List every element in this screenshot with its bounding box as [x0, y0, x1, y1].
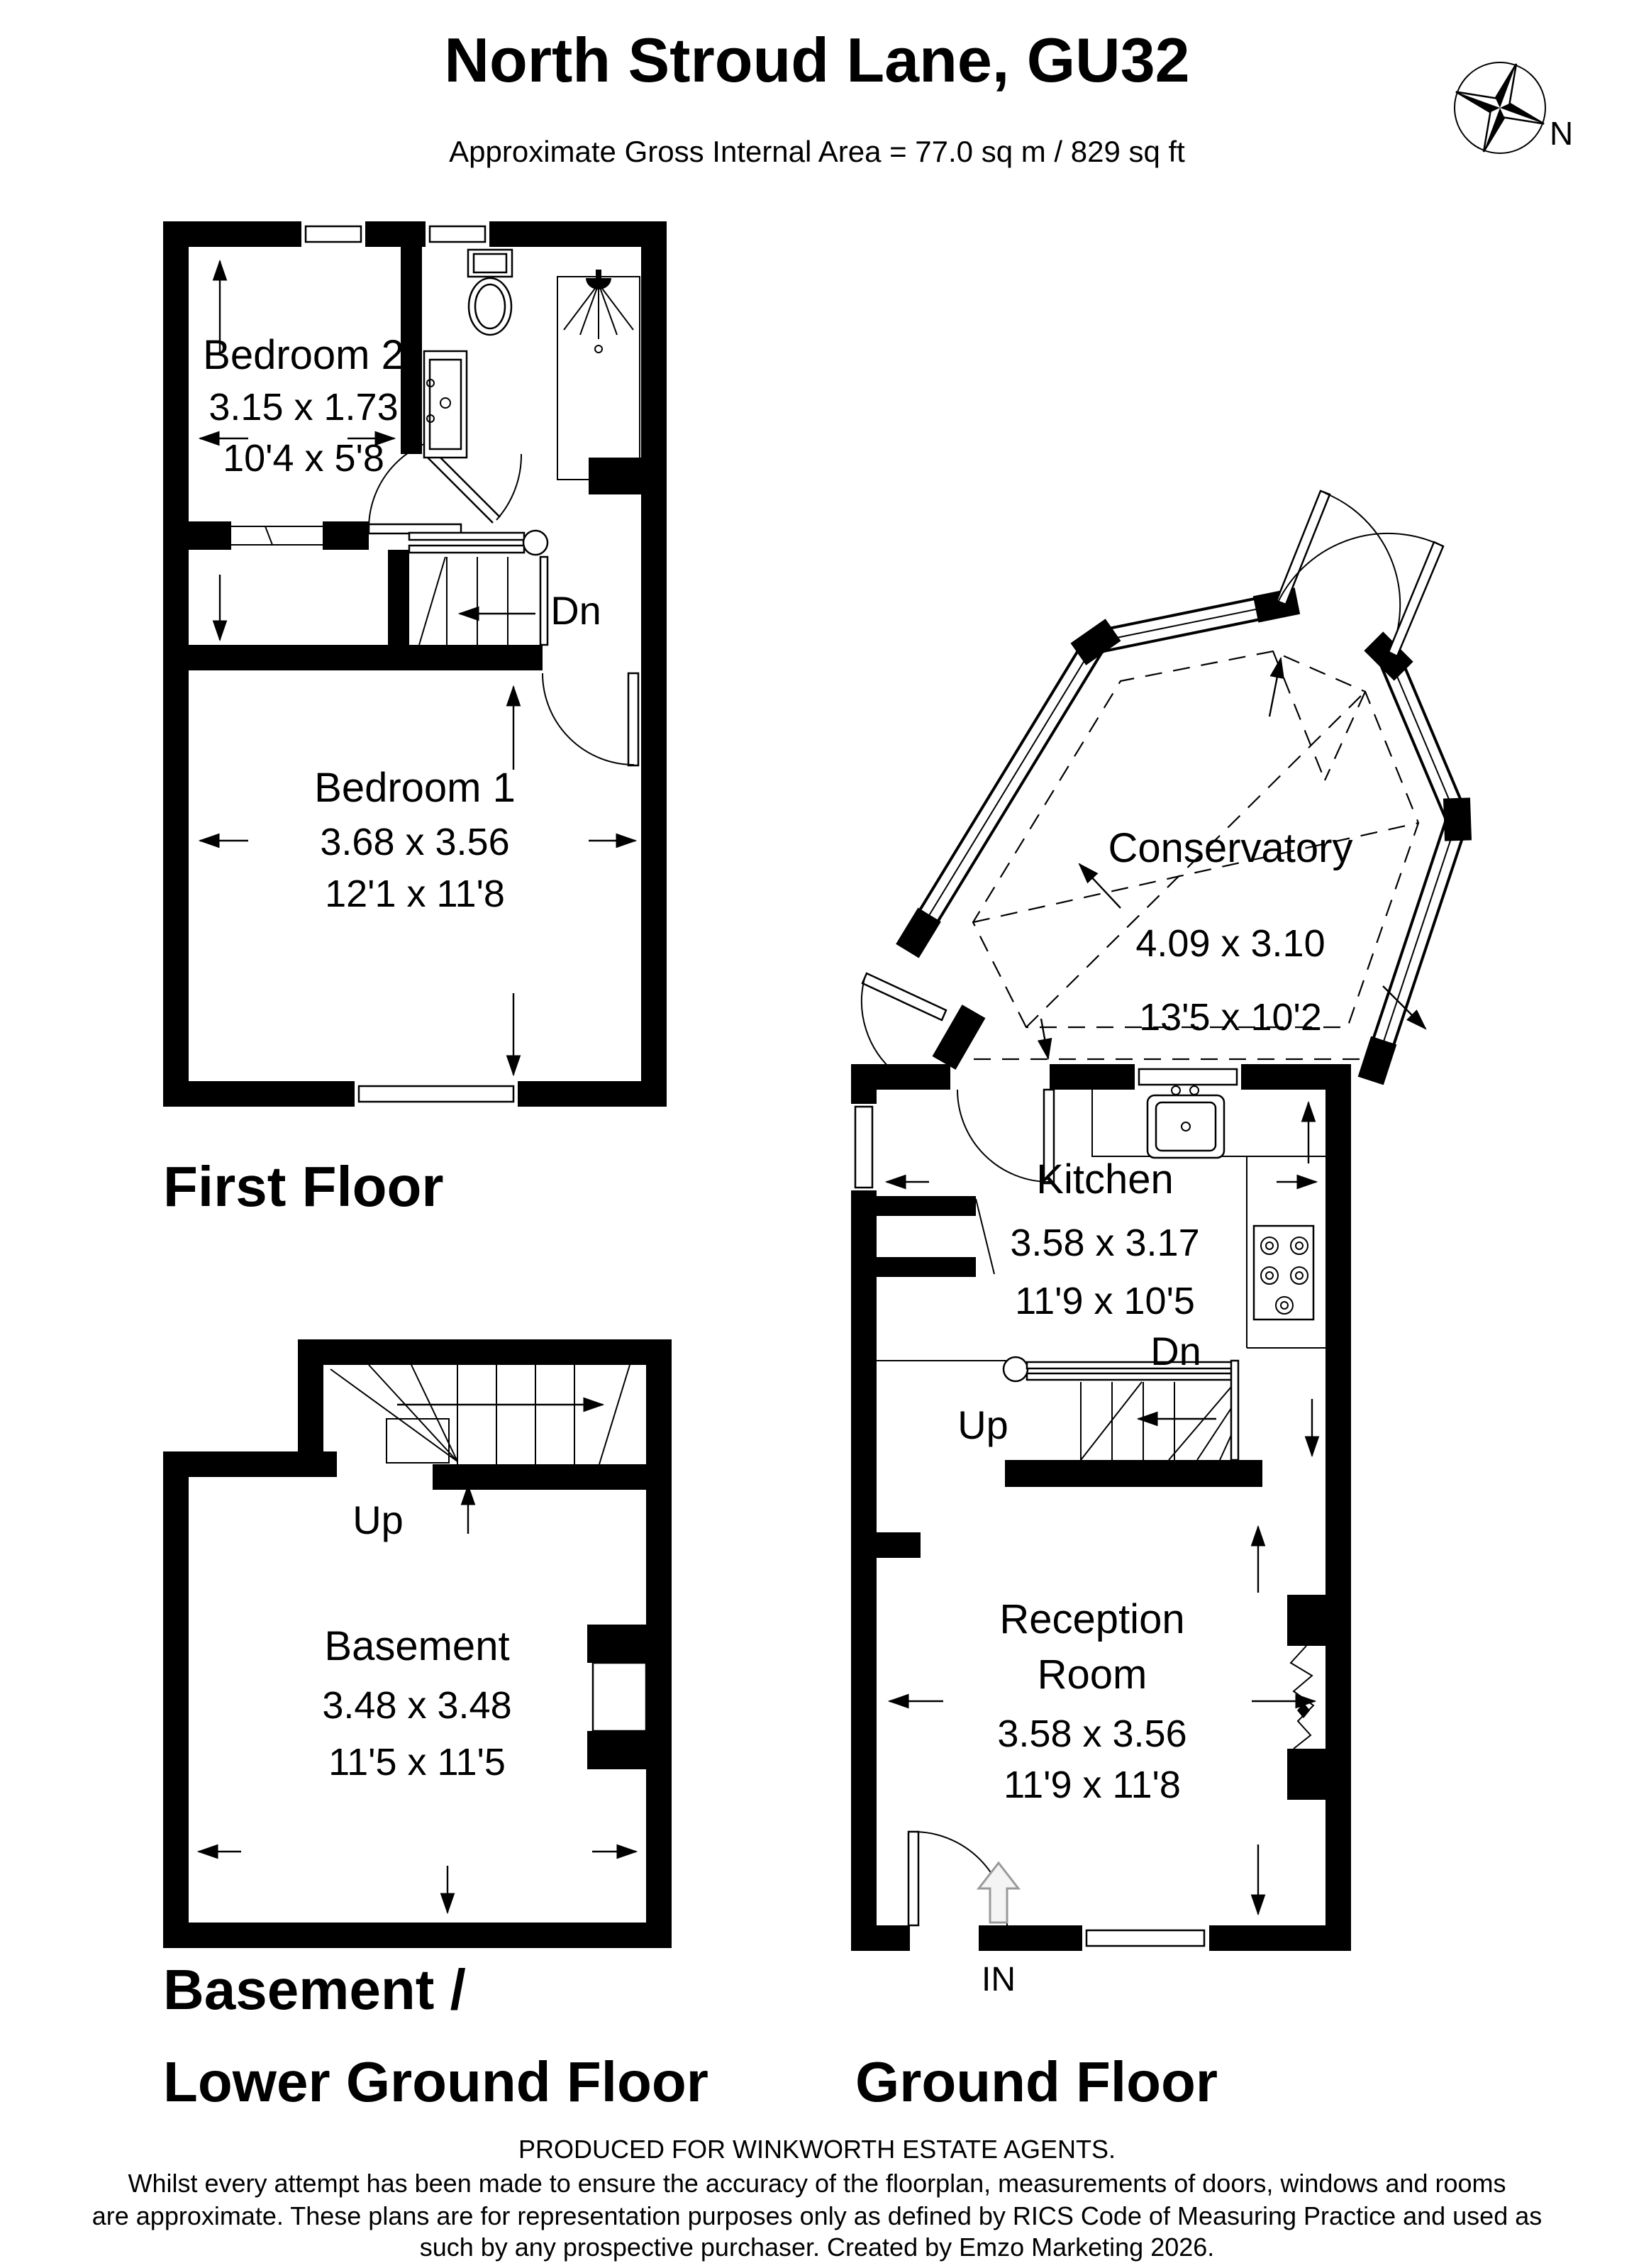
wall [1005, 1460, 1262, 1487]
room-dim-imperial: 12'1 x 11'8 [325, 873, 505, 915]
footer-line: such by any prospective purchaser. Creat… [420, 2233, 1215, 2262]
basement-heading-line2: Lower Ground Floor [163, 2050, 708, 2113]
wall [433, 1464, 646, 1490]
door [542, 672, 640, 767]
page-title: North Stroud Lane, GU32 [444, 25, 1189, 95]
room-dim-imperial: 10'4 x 5'8 [223, 437, 384, 480]
wall [877, 1532, 921, 1558]
wall [401, 247, 422, 454]
wall [298, 1339, 323, 1451]
room-dim-imperial: 11'9 x 11'8 [1004, 1764, 1181, 1806]
kitchen-sink-icon [1146, 1085, 1226, 1159]
first-floor-heading: First Floor [163, 1155, 444, 1218]
wall [589, 458, 641, 494]
bathroom-sink-icon [423, 350, 468, 459]
door [423, 448, 523, 524]
entrance-arrow-icon [976, 1861, 1021, 1924]
room-name: Reception [999, 1596, 1184, 1642]
double-door [1275, 489, 1445, 658]
room-dim-imperial: 11'9 x 10'5 [1015, 1280, 1195, 1322]
wall [851, 1064, 877, 1104]
wall [979, 1925, 1082, 1951]
window [355, 1081, 518, 1107]
wall [298, 1339, 672, 1365]
room-dim-imperial: 13'5 x 10'2 [1139, 996, 1322, 1039]
stair-direction-label: Up [957, 1403, 1008, 1447]
dimension-arrow [1078, 863, 1121, 909]
basement-plan: Up Basement 3.48 x 3.48 11'5 x 11'5 [163, 1339, 672, 1948]
kitchen-counter [1091, 1090, 1325, 1349]
window [1138, 1068, 1238, 1086]
room-name: Room [1038, 1652, 1147, 1698]
cupboard [877, 1196, 995, 1277]
basement-heading-line1: Basement / [163, 1958, 466, 2021]
room-name: Conservatory [1108, 825, 1353, 871]
footer-disclaimer: PRODUCED FOR WINKWORTH ESTATE AGENTS. Wh… [92, 2135, 1543, 2262]
window [426, 221, 489, 247]
glazed-wall [908, 593, 1469, 1065]
wall [1325, 1064, 1351, 1951]
toilet-icon [467, 248, 513, 336]
page-subtitle: Approximate Gross Internal Area = 77.0 s… [449, 135, 1185, 168]
first-floor-plan: Dn [163, 221, 667, 1107]
window [301, 221, 365, 247]
wall [189, 521, 231, 550]
stairs-basement [330, 1364, 630, 1465]
dimension-arrow [1382, 985, 1427, 1030]
room-dim-metric: 3.48 x 3.48 [322, 1684, 511, 1727]
wall [189, 645, 543, 670]
conservatory: Conservatory 4.09 x 3.10 13'5 x 10'2 [860, 489, 1472, 1085]
room-dim-metric: 3.15 x 1.73 [209, 386, 398, 428]
entry-door [907, 1830, 1008, 1927]
stair-direction-label: Dn [550, 588, 601, 633]
footer-line: Whilst every attempt has been made to en… [128, 2169, 1506, 2198]
wall [163, 221, 667, 247]
wall [1050, 1064, 1135, 1090]
footer-line: are approximate. These plans are for rep… [92, 2201, 1543, 2230]
wall [641, 221, 667, 1107]
wall [323, 521, 369, 550]
wall [163, 221, 189, 1107]
wall [1209, 1925, 1351, 1951]
dimension-arrow [1037, 1018, 1052, 1061]
compass-icon: N [1454, 62, 1573, 154]
shower-icon [557, 270, 640, 480]
door [957, 1088, 1055, 1185]
hob-icon [1252, 1224, 1315, 1321]
wall [163, 1451, 337, 1477]
dimension-arrow [1268, 656, 1284, 717]
wall-recess [587, 1625, 648, 1769]
room-name: Basement [324, 1623, 509, 1669]
stairs-ground-floor [877, 1356, 1240, 1461]
door [860, 972, 947, 1073]
ground-floor-plan: Kitchen 3.58 x 3.17 11'9 x 10'5 Dn Up Re… [851, 1064, 1351, 1998]
entrance-label: IN [982, 1961, 1016, 1998]
window [1085, 1929, 1206, 1947]
wall [388, 550, 409, 645]
room-dim-imperial: 11'5 x 11'5 [328, 1741, 506, 1783]
wall [851, 1190, 877, 1951]
room-dim-metric: 3.68 x 3.56 [320, 821, 509, 863]
wall [163, 1923, 672, 1948]
fireplace [1287, 1595, 1325, 1800]
footer-line: PRODUCED FOR WINKWORTH ESTATE AGENTS. [518, 2135, 1116, 2164]
compass-north-label: N [1550, 115, 1573, 152]
room-name: Bedroom 1 [314, 765, 516, 811]
wall [851, 1925, 910, 1951]
stair-direction-label: Up [352, 1498, 404, 1542]
wall [646, 1339, 672, 1948]
stairs-first-floor [408, 529, 549, 646]
room-dim-metric: 3.58 x 3.17 [1010, 1222, 1199, 1264]
window [854, 1105, 874, 1189]
room-dim-metric: 4.09 x 3.10 [1135, 922, 1325, 965]
wall [163, 1451, 189, 1948]
ground-floor-heading: Ground Floor [855, 2050, 1218, 2113]
room-name: Kitchen [1036, 1156, 1173, 1202]
room-dim-metric: 3.58 x 3.56 [997, 1713, 1186, 1755]
stair-direction-label: Dn [1150, 1329, 1201, 1373]
room-name: Bedroom 2 [203, 332, 404, 378]
